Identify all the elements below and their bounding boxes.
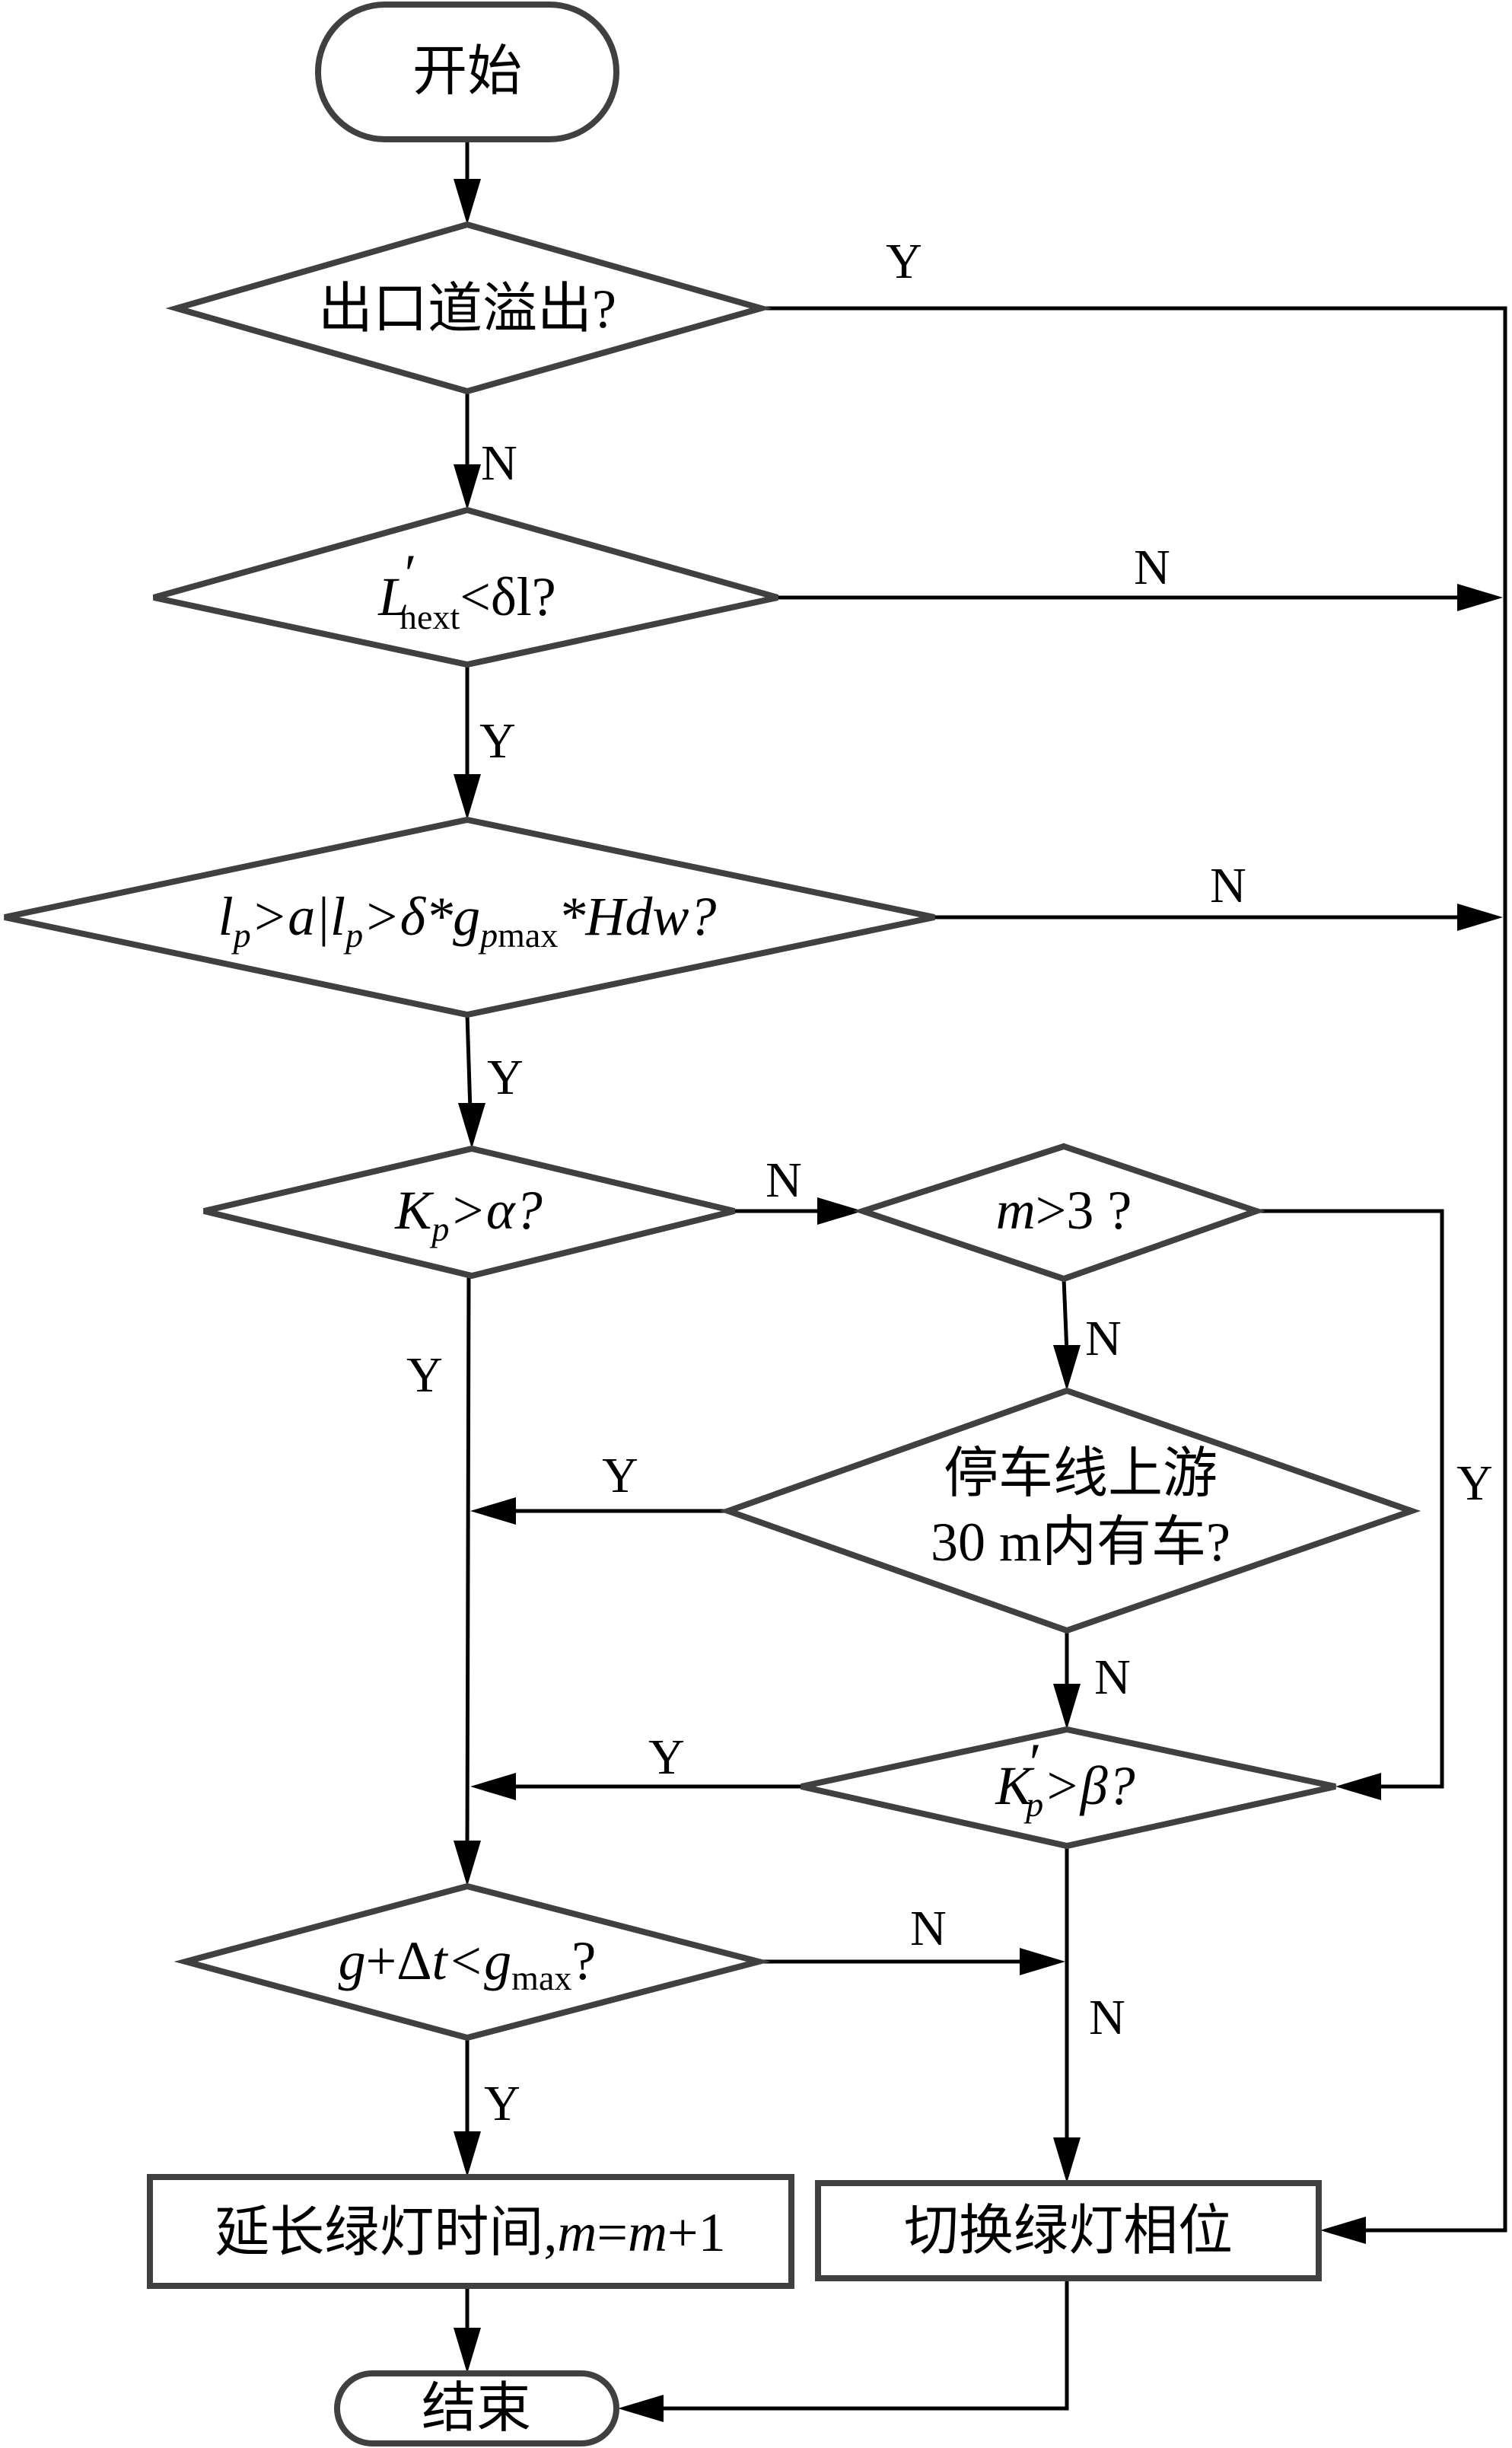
arrowhead bbox=[1020, 1948, 1065, 1975]
edge-m-gt-3-yes bbox=[1256, 1209, 1444, 1789]
label-kp-alpha-no: N bbox=[766, 1152, 802, 1208]
label-exit-overflow-yes: Y bbox=[886, 234, 922, 289]
decision-vehicle-upstream-line1: 停车线上游 bbox=[944, 1443, 1218, 1504]
arrowhead bbox=[470, 1773, 516, 1800]
label-queue-length-no: N bbox=[1210, 858, 1246, 913]
label-kp-alpha-yes: Y bbox=[406, 1347, 443, 1403]
label-kp-prime-beta-yes: Y bbox=[648, 1729, 685, 1785]
arrowhead bbox=[454, 1841, 481, 1886]
label-vehicle-upstream-no: N bbox=[1094, 1650, 1131, 1705]
label-m-gt-3-no: N bbox=[1085, 1311, 1122, 1366]
arrowhead bbox=[1053, 2137, 1081, 2183]
decision-m-gt-3-label: m>3 ? bbox=[996, 1180, 1132, 1241]
arrowhead bbox=[1320, 2217, 1366, 2244]
edge-m-gt-3-no bbox=[1062, 1278, 1069, 1353]
connectors bbox=[454, 139, 1507, 2422]
arrowhead bbox=[1053, 1684, 1081, 1729]
decision-queue-length-label: lp>a|lp>δ*gpmax*Hdw? bbox=[218, 886, 717, 955]
label-green-time-yes: Y bbox=[484, 2076, 520, 2131]
label-green-time-no: N bbox=[910, 1901, 947, 1956]
arrowhead bbox=[1053, 1345, 1081, 1391]
decision-next-length-label: L′next<δl? bbox=[377, 543, 556, 636]
arrowhead bbox=[1457, 904, 1503, 931]
edge-queue-length-yes bbox=[465, 1014, 473, 1111]
label-queue-length-yes: Y bbox=[487, 1050, 524, 1105]
arrowhead bbox=[470, 1497, 516, 1525]
process-extend-green: 延长绿灯时间,m=m+1 bbox=[147, 2174, 794, 2289]
decision-queue-length: lp>a|lp>δ*gpmax*Hdw? bbox=[4, 816, 935, 1018]
arrowhead bbox=[454, 179, 481, 225]
end-label: 结束 bbox=[422, 2378, 531, 2439]
arrowhead bbox=[454, 464, 481, 510]
decision-exit-overflow: 出口道溢出? bbox=[165, 221, 772, 395]
decision-vehicle-upstream-line2: 30 m内有车? bbox=[931, 1512, 1230, 1573]
start-node: 开始 bbox=[315, 2, 619, 142]
decision-green-time: g+Δt<gmax? bbox=[173, 1882, 771, 2042]
decision-kp-prime-beta: K′p>β? bbox=[801, 1726, 1336, 1850]
decision-green-time-label: g+Δt<gmax? bbox=[339, 1930, 597, 1997]
label-m-gt-3-yes: Y bbox=[1456, 1455, 1493, 1511]
decision-exit-overflow-label: 出口道溢出? bbox=[318, 279, 616, 339]
arrowhead bbox=[1335, 1773, 1381, 1800]
arrowhead bbox=[458, 1103, 485, 1149]
arrowhead bbox=[454, 774, 481, 820]
arrowhead bbox=[618, 2395, 664, 2422]
arrowhead bbox=[454, 2131, 481, 2177]
edge-exit-overflow-yes bbox=[761, 306, 1507, 2233]
decision-vehicle-upstream: 停车线上游 30 m内有车? bbox=[719, 1387, 1421, 1634]
label-vehicle-upstream-yes: Y bbox=[602, 1448, 638, 1503]
end-node: 结束 bbox=[334, 2370, 619, 2446]
edge-labels: Y N N Y N Y N Y N Y Y N Y N N Y bbox=[406, 234, 1493, 2131]
edge-switch-to-end bbox=[656, 2278, 1069, 2411]
decision-next-length: L′next<δl? bbox=[152, 506, 779, 668]
label-next-length-no: N bbox=[1134, 540, 1170, 595]
decision-kp-alpha: Kp>α? bbox=[203, 1145, 735, 1280]
decision-kp-prime-beta-label: K′p>β? bbox=[995, 1732, 1135, 1824]
start-label: 开始 bbox=[412, 41, 522, 102]
label-exit-overflow-no: N bbox=[481, 435, 517, 491]
edge-kp-alpha-yes bbox=[465, 1275, 471, 1849]
decision-kp-alpha-label: Kp>α? bbox=[394, 1180, 542, 1248]
label-kp-prime-beta-no: N bbox=[1089, 1990, 1125, 2045]
process-switch-phase-label: 切换绿灯相位 bbox=[904, 2201, 1233, 2262]
decision-m-gt-3: m>3 ? bbox=[853, 1143, 1266, 1283]
arrowhead bbox=[1457, 584, 1503, 611]
process-extend-green-label: 延长绿灯时间,m=m+1 bbox=[215, 2202, 725, 2263]
process-switch-phase: 切换绿灯相位 bbox=[815, 2180, 1322, 2281]
arrowhead bbox=[817, 1197, 863, 1225]
arrowhead bbox=[454, 2328, 481, 2373]
label-next-length-yes: Y bbox=[479, 713, 516, 769]
